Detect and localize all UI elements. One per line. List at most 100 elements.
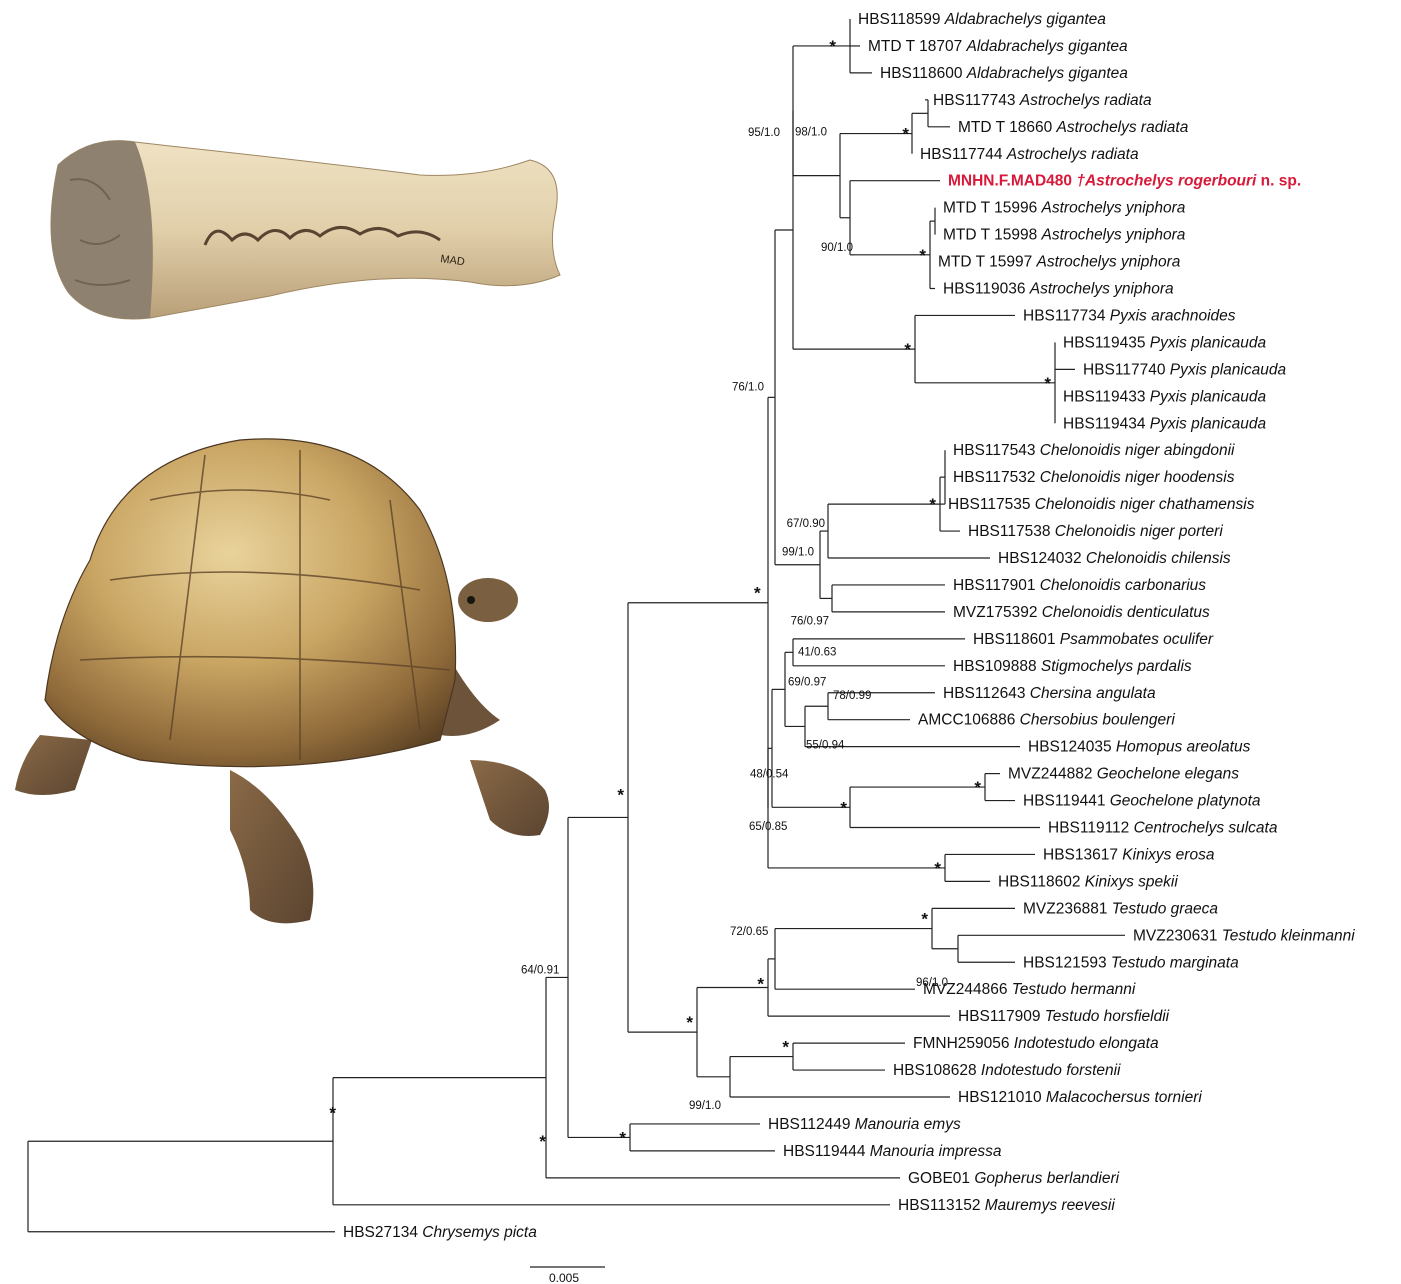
tip-specimen-id: HBS118601: [973, 631, 1060, 648]
tip-species-name: Indotestudo elongata: [1014, 1035, 1159, 1052]
tip-specimen-id: HBS119441: [1023, 793, 1110, 810]
support-value-chersina-chersobius: 78/0.99: [833, 690, 871, 702]
tip-specimen-id: MTD T 18660: [958, 119, 1057, 136]
tip-specimen-id: HBS119112: [1048, 820, 1134, 837]
tip-species-name: Pyxis planicauda: [1150, 388, 1267, 405]
support-value-testudinidae: 64/0.91: [521, 965, 559, 977]
tip-label: MVZ244882 Geochelone elegans: [1008, 766, 1239, 783]
support-value-chersina-group: 69/0.97: [788, 676, 826, 688]
tip-specimen-id: HBS118602: [998, 873, 1085, 890]
tip-label: HBS109888 Stigmochelys pardalis: [953, 658, 1192, 675]
tip-label: MTD T 15996 Astrochelys yniphora: [943, 200, 1186, 217]
tip-species-name: Aldabrachelys gigantea: [966, 65, 1129, 82]
tip-label: HBS117743 Astrochelys radiata: [933, 92, 1152, 109]
tip-species-name: Manouria impressa: [870, 1143, 1002, 1160]
tip-label: HBS118599 Aldabrachelys gigantea: [858, 11, 1106, 28]
support-value-indo-malaco: 99/1.0: [689, 1100, 721, 1112]
support-value-inner-testudinidae: *: [617, 785, 624, 804]
tip-specimen-id: HBS117538: [968, 523, 1055, 540]
tip-label: HBS118600 Aldabrachelys gigantea: [880, 65, 1128, 82]
tip-label: HBS119036 Astrochelys yniphora: [943, 281, 1174, 298]
tip-label: MTD T 18660 Astrochelys radiata: [958, 119, 1189, 136]
tip-label: HBS121593 Testudo marginata: [1023, 954, 1239, 971]
tip-specimen-id: HBS124035: [1028, 739, 1116, 756]
tip-species-name: Kinixys spekii: [1085, 873, 1179, 890]
scale-bar-label: 0.005: [549, 1271, 579, 1284]
support-value-geochelone: *: [974, 778, 981, 797]
support-value-pyxis-planicauda: *: [1044, 374, 1051, 393]
tip-species-name: Chelonoidis carbonarius: [1040, 577, 1207, 594]
support-value-testudinidae-core: *: [754, 584, 761, 603]
tip-species-name: Chelonoidis niger hoodensis: [1040, 469, 1235, 486]
support-value-testudo-sub: 72/0.65: [730, 926, 768, 938]
tip-label: HBS117901 Chelonoidis carbonarius: [953, 577, 1206, 594]
tip-specimen-id: HBS117535: [948, 496, 1035, 513]
tip-specimen-id: GOBE01: [908, 1170, 974, 1187]
tip-label: HBS119433 Pyxis planicauda: [1063, 388, 1266, 405]
tip-label: FMNH259056 Indotestudo elongata: [913, 1035, 1159, 1052]
tip-specimen-id: HBS121593: [1023, 954, 1111, 971]
tip-species-name: Indotestudo forstenii: [981, 1062, 1121, 1079]
tip-species-name: Astrochelys yniphora: [1029, 281, 1174, 298]
tip-label: HBS112643 Chersina angulata: [943, 685, 1156, 702]
tip-species-name: Testudo hermanni: [1012, 981, 1136, 998]
tip-specimen-id: MTD T 15996: [943, 200, 1042, 217]
tip-species-name: Pyxis planicauda: [1150, 415, 1267, 432]
tip-species-name: Astrochelys yniphora: [1041, 227, 1186, 244]
tip-species-name: Astrochelys radiata: [1006, 146, 1139, 163]
tip-species-name: Chelonoidis denticulatus: [1042, 604, 1210, 621]
tip-species-name: Testudo marginata: [1111, 954, 1239, 971]
tip-specimen-id: HBS112643: [943, 685, 1030, 702]
tip-label: HBS124032 Chelonoidis chilensis: [998, 550, 1231, 567]
tip-label: MVZ175392 Chelonoidis denticulatus: [953, 604, 1210, 621]
tip-species-name: Geochelone platynota: [1110, 793, 1261, 810]
tip-species-name: Chelonoidis niger abingdonii: [1040, 442, 1235, 459]
tip-label: GOBE01 Gopherus berlandieri: [908, 1170, 1120, 1187]
tip-specimen-id: HBS119036: [943, 281, 1030, 298]
tip-specimen-id: MVZ230631: [1133, 927, 1222, 944]
support-value-chersina-homopus: 55/0.94: [806, 739, 845, 751]
tip-label: HBS119444 Manouria impressa: [783, 1143, 1002, 1160]
tip-specimen-id: HBS117734: [1023, 307, 1110, 324]
support-value-madagascar-group: 76/1.0: [732, 381, 764, 393]
support-value-astrochelys: 98/1.0: [795, 127, 827, 139]
tip-label: HBS119441 Geochelone platynota: [1023, 793, 1261, 810]
radiated-tortoise-image: [15, 439, 549, 923]
tip-label: HBS108628 Indotestudo forstenii: [893, 1062, 1121, 1079]
tip-label: HBS117909 Testudo horsfieldii: [958, 1008, 1170, 1025]
tip-specimen-id: HBS113152: [898, 1197, 985, 1214]
tip-specimen-id: HBS117532: [953, 469, 1040, 486]
tip-label: HBS124035 Homopus areolatus: [1028, 739, 1251, 756]
tip-label: HBS117543 Chelonoidis niger abingdonii: [953, 442, 1235, 459]
support-value-astrochelys-yniphora: *: [919, 246, 926, 265]
support-value-astro-aldabra: 95/1.0: [748, 127, 780, 139]
tip-label: HBS117740 Pyxis planicauda: [1083, 361, 1286, 378]
tip-label: MVZ236881 Testudo graeca: [1023, 900, 1218, 917]
tip-specimen-id: MTD T 18707: [868, 38, 967, 55]
fossil-bone-image: MAD: [51, 141, 560, 319]
tip-specimen-id: HBS124032: [998, 550, 1086, 567]
tip-suffix: n. sp.: [1256, 173, 1301, 190]
tip-specimen-id: HBS117901: [953, 577, 1040, 594]
tip-species-name: Astrochelys radiata: [1056, 119, 1189, 136]
tip-specimen-id: HBS119433: [1063, 388, 1150, 405]
tip-species-name: Chelonoidis chilensis: [1086, 550, 1231, 567]
tip-species-name: Aldabrachelys gigantea: [944, 11, 1107, 28]
tip-species-name: Gopherus berlandieri: [974, 1170, 1119, 1187]
support-value-pyxis: *: [904, 340, 911, 359]
tip-species-name: Chelonoidis niger chathamensis: [1035, 496, 1255, 513]
support-value-testudinoidea: *: [539, 1132, 546, 1151]
tip-label: HBS13617 Kinixys erosa: [1043, 846, 1215, 863]
tip-specimen-id: HBS112449: [768, 1116, 855, 1133]
tip-species-name: Chelonoidis niger porteri: [1055, 523, 1224, 540]
tip-species-name: Pyxis arachnoides: [1110, 307, 1236, 324]
tip-species-name: Kinixys erosa: [1122, 846, 1215, 863]
tip-specimen-id: HBS109888: [953, 658, 1041, 675]
tip-label: HBS119112 Centrochelys sulcata: [1048, 820, 1278, 837]
tip-specimen-id: HBS119434: [1063, 415, 1150, 432]
support-value-kinixys: *: [934, 859, 941, 878]
tip-specimen-id: HBS119444: [783, 1143, 870, 1160]
tip-specimen-id: HBS117543: [953, 442, 1040, 459]
tip-specimen-id: HBS117909: [958, 1008, 1045, 1025]
